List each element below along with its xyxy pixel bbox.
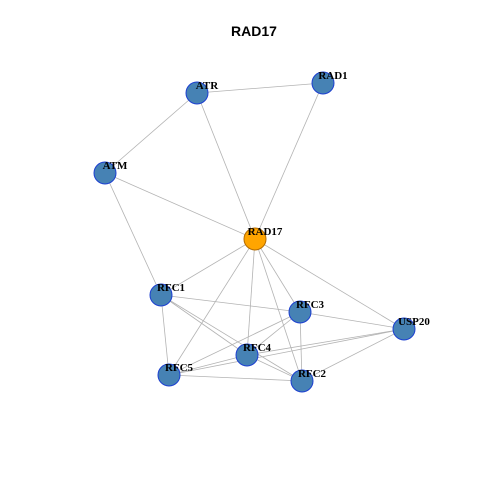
edge-rfc1-rfc2 bbox=[160, 294, 303, 382]
edge-usp20-rfc4 bbox=[246, 328, 405, 356]
node-rfc5: RFC5 bbox=[157, 362, 194, 387]
edge-atm-rad17 bbox=[104, 172, 256, 240]
edge-rfc3-usp20 bbox=[299, 311, 405, 330]
edge-rfc4-rfc5 bbox=[168, 354, 248, 376]
node-circle-rfc2 bbox=[290, 369, 314, 393]
edge-rfc1-rfc3 bbox=[160, 294, 301, 313]
edge-rfc3-rfc5 bbox=[168, 311, 301, 376]
node-label-rad17: RAD17 bbox=[248, 226, 283, 238]
edge-atr-rad17 bbox=[196, 92, 256, 240]
diagram-title: RAD17 bbox=[231, 23, 277, 39]
node-label-usp20: USP20 bbox=[398, 316, 430, 328]
node-label-rad1: RAD1 bbox=[318, 70, 347, 82]
node-circle-atr bbox=[185, 81, 209, 105]
node-circle-rfc1 bbox=[149, 283, 173, 307]
node-atm: ATM bbox=[93, 160, 128, 185]
node-rad1: RAD1 bbox=[311, 70, 348, 95]
node-label-rfc4: RFC4 bbox=[243, 342, 272, 354]
edge-usp20-rfc2 bbox=[301, 328, 405, 382]
node-circle-rfc4 bbox=[235, 343, 259, 367]
node-circle-usp20 bbox=[392, 317, 416, 341]
node-label-rfc1: RFC1 bbox=[157, 282, 185, 294]
node-rfc2: RFC2 bbox=[290, 368, 327, 393]
node-label-atr: ATR bbox=[196, 80, 219, 92]
edge-rfc3-rfc2 bbox=[299, 311, 303, 382]
edge-rad17-rfc1 bbox=[160, 238, 256, 296]
node-circle-rad1 bbox=[311, 71, 335, 95]
node-label-rfc5: RFC5 bbox=[165, 362, 194, 374]
edge-usp20-rfc5 bbox=[168, 328, 405, 376]
node-rfc4: RFC4 bbox=[235, 342, 272, 367]
edge-atr-rad1 bbox=[196, 82, 324, 94]
edge-rfc5-rfc2 bbox=[168, 374, 303, 382]
edge-atm-rfc1 bbox=[104, 172, 162, 296]
edge-rad17-rfc2 bbox=[254, 238, 303, 382]
node-rfc1: RFC1 bbox=[149, 282, 185, 307]
node-rad17: RAD17 bbox=[243, 226, 283, 251]
edge-rad17-rfc3 bbox=[254, 238, 301, 313]
edge-rfc1-rfc5 bbox=[160, 294, 170, 376]
node-circle-rad17 bbox=[243, 227, 267, 251]
edge-rad17-usp20 bbox=[254, 238, 405, 330]
node-label-rfc3: RFC3 bbox=[296, 299, 325, 311]
edge-rad17-rfc4 bbox=[246, 238, 256, 356]
edge-rad17-rfc5 bbox=[168, 238, 256, 376]
node-circle-rfc5 bbox=[157, 363, 181, 387]
edge-atr-atm bbox=[104, 92, 198, 174]
edge-layer bbox=[104, 82, 405, 382]
node-usp20: USP20 bbox=[392, 316, 430, 341]
node-atr: ATR bbox=[185, 80, 219, 105]
node-circle-rfc3 bbox=[288, 300, 312, 324]
node-label-atm: ATM bbox=[103, 160, 128, 172]
edge-rad1-rad17 bbox=[254, 82, 324, 240]
node-rfc3: RFC3 bbox=[288, 299, 325, 324]
edge-rfc1-rfc4 bbox=[160, 294, 248, 356]
node-circle-atm bbox=[93, 161, 117, 185]
node-label-rfc2: RFC2 bbox=[298, 368, 327, 380]
